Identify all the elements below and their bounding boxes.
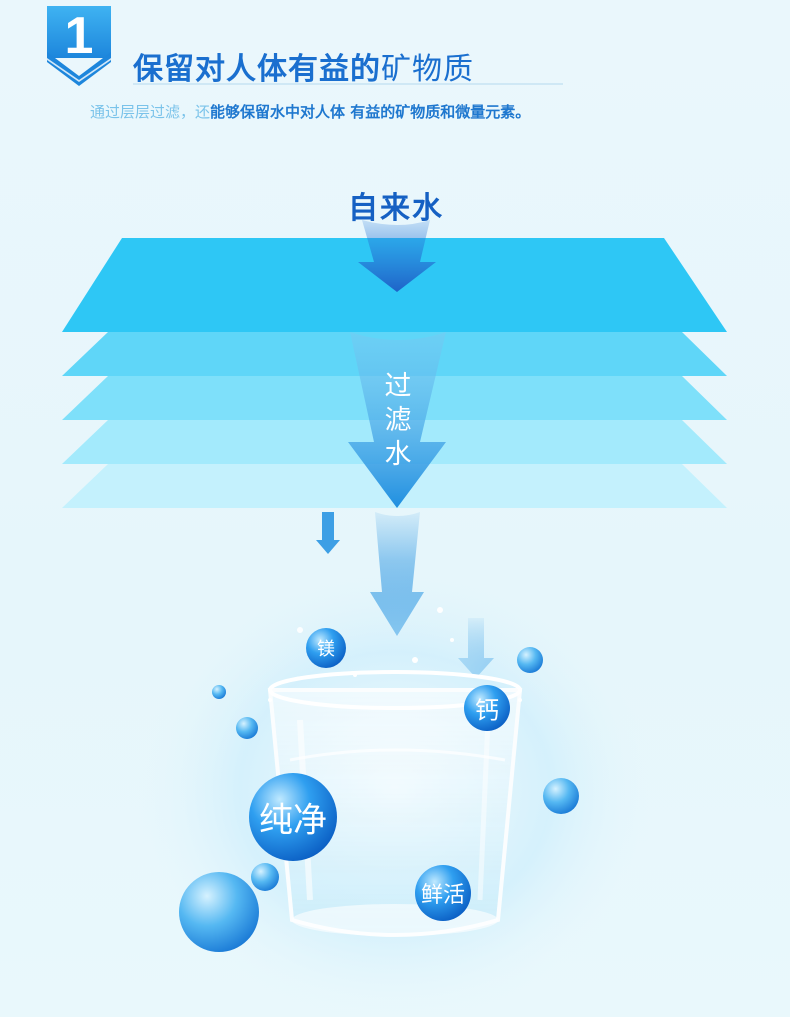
section-title: 保留对人体有益的矿物质 (133, 44, 474, 88)
fresh-label: 鲜活 (420, 883, 466, 908)
pure-label: 纯净 (259, 800, 327, 841)
subtitle-dark: 能够保留水中对人体 有益的矿物质和微量元素。 (210, 103, 531, 121)
title-underline (133, 83, 563, 85)
bubble-fresh (415, 865, 471, 921)
filtered-water-label: 过 滤 水 (380, 370, 416, 472)
bubble-deco-6 (212, 685, 226, 699)
filter-label-char-1: 过 (384, 371, 412, 402)
bubble-pure (249, 773, 337, 861)
bubble-deco-4 (236, 717, 258, 739)
bubble-deco-5 (251, 863, 279, 891)
section-subtitle: 通过层层过滤，还能够保留水中对人体 有益的矿物质和微量元素。 (90, 101, 530, 122)
bubble-magnesium (306, 628, 346, 668)
filter-label-char-3: 水 (384, 439, 412, 470)
bubble-deco-1 (179, 872, 259, 952)
input-arrow-icon (358, 220, 436, 292)
magnesium-label: 镁 (317, 639, 335, 660)
calcium-label: 钙 (475, 696, 499, 725)
bubble-deco-3 (517, 647, 543, 673)
section-number: 1 (65, 7, 94, 65)
bubble-deco-2 (543, 778, 579, 814)
input-water-label: 自来水 (348, 191, 444, 226)
bubble-calcium (464, 685, 510, 731)
subtitle-light: 通过层层过滤，还 (90, 103, 211, 121)
output-arrow-left-icon (316, 512, 340, 554)
filter-label-char-2: 滤 (384, 405, 412, 436)
filter-arrow-icon (348, 332, 446, 508)
title-light: 矿物质 (381, 52, 474, 87)
section-number-badge: 1 (47, 6, 111, 86)
title-bold: 保留对人体有益的 (133, 52, 381, 87)
